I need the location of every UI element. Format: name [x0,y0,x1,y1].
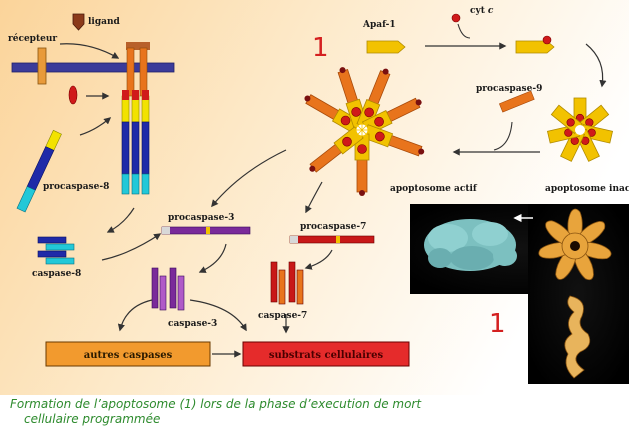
caspase-8-label: caspase-8 [32,269,81,279]
arrow-procaspase-8 [79,117,112,136]
apaf-1-cyt-c-complex [515,35,555,54]
cytochrome-c-icon [451,13,461,23]
procaspase-3-label: procaspase-3 [168,213,234,223]
caption-line-1: Formation de l’apoptosome (1) lors de la… [10,397,422,411]
marker-one-top: 1 [312,33,329,63]
autres-caspases-label: autres caspases [84,350,173,361]
procaspase-9-molecule [498,90,535,113]
arrow-ligand-binding [59,43,120,59]
arrow-caspase-8-to-procaspase-3 [101,233,162,261]
procaspase-7-molecule [289,235,375,244]
procaspase-9-label: procaspase-9 [476,84,542,94]
apaf-1-label: Apaf-1 [362,20,396,30]
em-panel [410,204,629,384]
em-side-view [564,295,591,379]
marker-one-bottom: 1 [489,309,506,339]
fadd-icon [68,85,78,105]
death-receptor-complex [121,42,150,195]
recepteur-label: récepteur [8,33,57,44]
arrow-apoptosome-to-procaspase-3 [211,149,287,208]
procaspase-8-molecule [16,129,62,213]
substrats-cellulaires-label: substrats cellulaires [269,350,384,361]
arrow-caspase-3-to-substrats [189,299,247,332]
caspase-7-label: caspase-7 [258,311,307,321]
arrow-to-inactive-apoptosome [585,43,607,88]
arrow-to-caspase-8 [106,207,135,233]
apoptosome-inactif-label: apoptosome inacti [545,184,629,194]
cyt-c-prefix: cyt [470,6,486,16]
procaspase-3-molecule [161,226,251,235]
caspase-7-molecule [270,261,304,305]
receptor-icon [37,47,47,85]
substrats-cellulaires-box [242,341,410,367]
ligand-icon [72,13,85,31]
cyt-c-italic: c [488,6,494,16]
active-apoptosome [300,64,427,197]
apoptosis-diagram: autres caspases substrats cellulaires ré… [0,0,629,395]
arrow-apoptosome-to-procaspase-7 [305,181,323,214]
inactive-apoptosome [547,97,613,162]
caption-line-2: cellulaire programmée [24,412,161,426]
arrow-to-caspase-7 [304,249,333,270]
autres-caspases-box [45,341,211,367]
caspase-3-molecule [151,267,185,311]
ligand-label: ligand [88,17,121,27]
arrow-to-caspase-3 [198,243,227,273]
figure-caption: Formation de l’apoptosome (1) lors de la… [10,397,570,427]
apaf-1-molecule [366,40,406,54]
procaspase-9-curve [493,121,513,151]
caspase-8-molecule [37,236,75,265]
procaspase-8-label: procaspase-8 [43,182,109,192]
arrow-caspase-3-to-autres [117,299,153,332]
em-active-apoptosome-blob [424,219,517,271]
membrane [11,62,175,73]
em-wheel-apoptosome [536,208,614,283]
procaspase-7-label: procaspase-7 [300,222,366,232]
caspase-3-label: caspase-3 [168,319,217,329]
cyt-c-curve [457,23,471,39]
apoptosome-actif-label: apoptosome actif [390,184,478,194]
